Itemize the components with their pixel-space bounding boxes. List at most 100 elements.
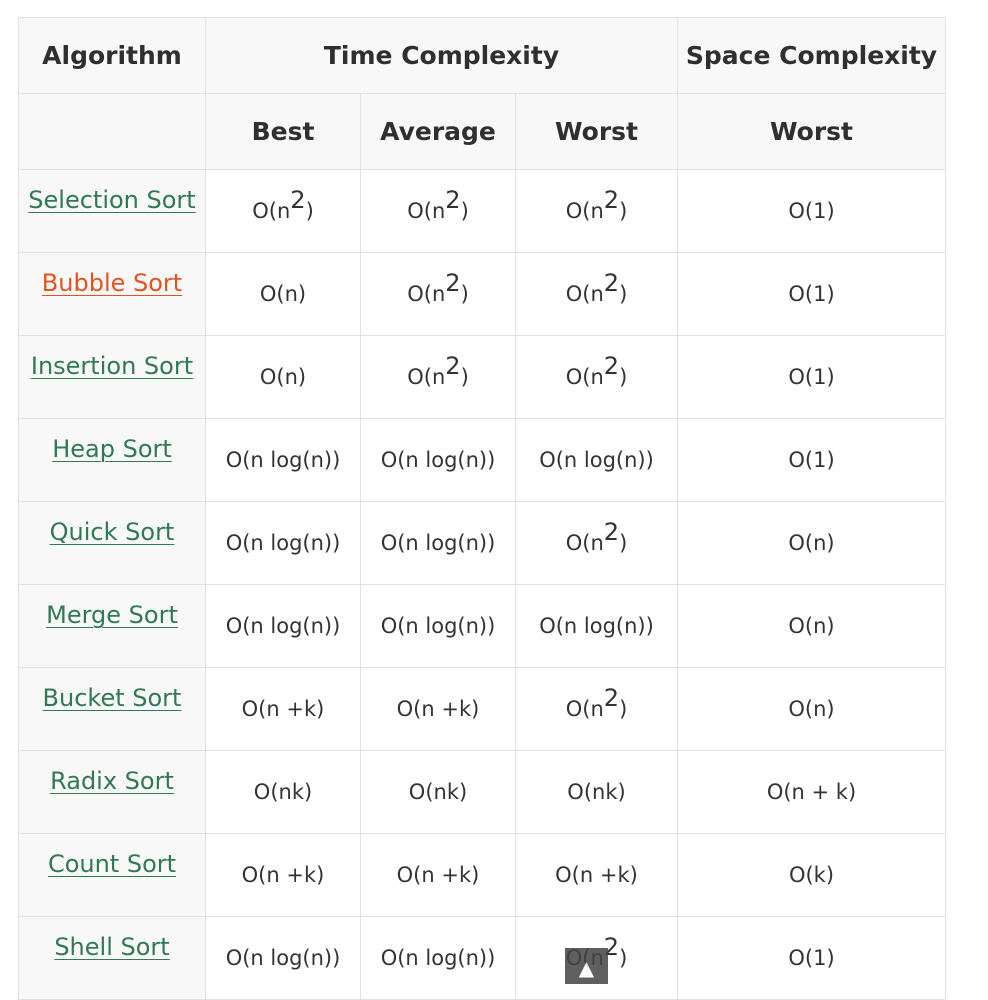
complexity-base: O(n log(n)) [380,946,496,970]
space-complexity-cell: O(1) [677,252,946,336]
complexity-value: O(n2) [407,188,469,223]
complexity-base: O(n log(n)) [225,531,341,555]
complexity-base: O(n +k) [396,697,480,721]
algorithm-link[interactable]: Count Sort [47,850,177,878]
complexity-value: O(n2) [565,271,628,306]
header-time-complexity: Time Complexity [205,17,678,94]
best-complexity-cell: O(n2) [205,169,361,253]
average-complexity-cell: O(n +k) [360,833,516,917]
algorithm-link[interactable]: Selection Sort [28,186,196,214]
complexity-value: O(n2) [566,686,628,721]
complexity-tail: ) [305,199,314,223]
table-row: Radix Sort O(nk) O(nk) O(nk) O(n + k) [18,750,946,834]
average-complexity-cell: O(n +k) [360,667,516,751]
best-complexity-cell: O(n log(n)) [205,584,361,668]
algorithm-cell: Shell Sort [18,916,206,1000]
algorithm-cell: Merge Sort [18,584,206,668]
complexity-value: O(n + k) [767,780,856,804]
complexity-tail: ) [619,282,628,306]
table-row: Bucket Sort O(n +k) O(n +k) O(n2) O(n) [18,667,946,751]
complexity-base: O(n [565,282,604,306]
complexity-tail: ) [619,697,628,721]
complexity-base: O(nk) [567,780,626,804]
complexity-value: O(1) [788,365,834,389]
complexity-base: O(n [565,365,604,389]
complexity-value: O(n2) [407,271,469,306]
algorithm-cell: Selection Sort [18,169,206,253]
complexity-value: O(n log(n)) [381,448,496,472]
average-complexity-cell: O(n2) [360,169,516,253]
complexity-value: O(n) [788,697,834,721]
complexity-tail: ) [460,365,469,389]
algorithm-link[interactable]: Radix Sort [50,767,174,795]
complexity-exponent: 2 [445,186,461,214]
algorithm-cell: Count Sort [18,833,206,917]
up-triangle-icon: ▲ [578,956,595,980]
complexity-value: O(n) [260,282,306,306]
complexity-base: O(n log(n)) [225,614,341,638]
complexity-value: O(n2) [565,520,628,555]
worst-complexity-cell: O(n2) [515,169,678,253]
algorithm-cell: Insertion Sort [18,335,206,419]
space-complexity-cell: O(1) [677,169,946,253]
complexity-base: O(n +k) [241,863,325,887]
algorithm-link[interactable]: Shell Sort [54,933,170,961]
space-complexity-cell: O(n) [677,667,946,751]
space-complexity-cell: O(k) [677,833,946,917]
complexity-exponent: 2 [603,352,620,380]
complexity-value: O(n log(n)) [539,448,654,472]
algorithm-link[interactable]: Merge Sort [46,601,178,629]
complexity-value: O(1) [788,448,834,472]
complexity-base: O(n [565,199,604,223]
scroll-to-top-button[interactable]: ▲ [565,948,608,984]
algorithm-cell: Radix Sort [18,750,206,834]
complexity-tail: ) [619,531,628,555]
table-row: Heap Sort O(n log(n)) O(n log(n)) O(n log(n… [18,418,946,502]
best-complexity-cell: O(n log(n)) [205,418,361,502]
complexity-value: O(1) [788,199,834,223]
complexity-value: O(1) [788,946,834,970]
worst-complexity-cell: O(n2) [515,667,678,751]
complexity-base: O(1) [788,448,835,472]
complexity-base: O(n log(n)) [380,614,496,638]
complexity-value: O(n2) [565,188,628,223]
average-complexity-cell: O(n log(n)) [360,584,516,668]
algorithm-link[interactable]: Quick Sort [49,518,175,546]
average-complexity-cell: O(n log(n)) [360,418,516,502]
complexity-exponent: 2 [603,269,620,297]
header-space-complexity: Space Complexity [677,17,946,94]
best-complexity-cell: O(n log(n)) [205,916,361,1000]
complexity-value: O(n log(n)) [226,946,341,970]
complexity-value: O(n) [260,365,306,389]
algorithm-link[interactable]: Heap Sort [52,435,172,463]
complexity-value: O(n +k) [242,697,325,721]
complexity-base: O(1) [788,946,835,970]
algorithm-cell: Heap Sort [18,418,206,502]
complexity-value: O(n log(n)) [226,614,341,638]
complexity-value: O(n +k) [397,863,480,887]
complexity-value: O(n2) [565,354,628,389]
algorithm-cell: Bubble Sort [18,252,206,336]
algorithm-link[interactable]: Bucket Sort [42,684,182,712]
complexity-exponent: 2 [603,186,620,214]
complexity-value: O(n log(n)) [381,946,496,970]
algorithm-cell: Bucket Sort [18,667,206,751]
algorithm-link[interactable]: Bubble Sort [41,269,183,297]
worst-complexity-cell: O(n2) [515,335,678,419]
best-complexity-cell: O(n +k) [205,833,361,917]
best-complexity-cell: O(nk) [205,750,361,834]
complexity-value: O(n2) [407,354,469,389]
complexity-base: O(nk) [253,780,313,804]
sorting-complexity-table: Algorithm Time Complexity Space Complexi… [18,17,946,1000]
complexity-value: O(nk) [409,780,467,804]
algorithm-link[interactable]: Insertion Sort [30,352,194,380]
complexity-base: O(n [565,531,604,555]
complexity-value: O(n log(n)) [226,531,341,555]
complexity-base: O(n log(n)) [225,946,341,970]
complexity-base: O(n [407,365,446,389]
